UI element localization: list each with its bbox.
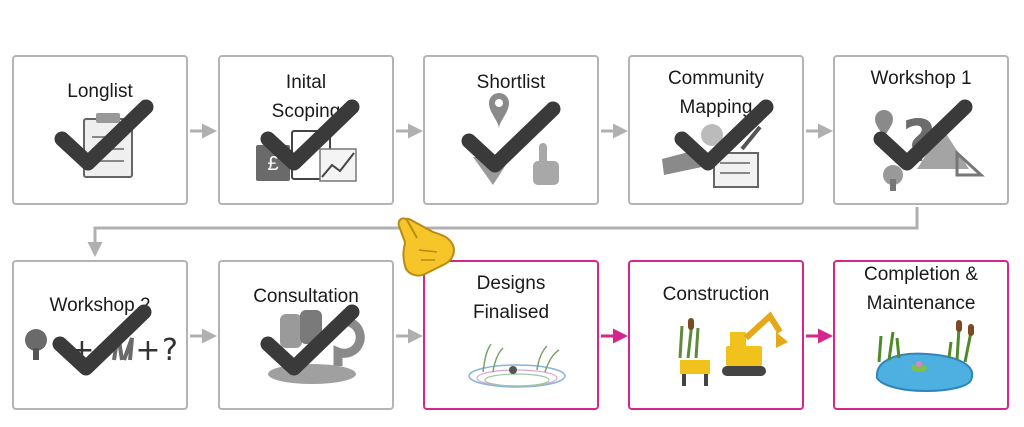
finished-pond-icon [875,320,974,392]
step-label: Designs Finalised [472,273,550,323]
arrow-workshop1-to-workshop2 [87,207,919,257]
step-label: Workshop 1 [870,68,972,89]
checkmark-icon [54,99,154,171]
step-label: Completion & Maintenance [863,264,979,314]
checkmark-icon [674,99,774,171]
step-initial-scoping: £ Inital Scoping [218,55,394,205]
svg-text:?: ? [162,333,178,368]
step-shortlist: Shortlist [423,55,599,205]
step-community-mapping: Community Mapping [628,55,804,205]
step-designs-finalised: Designs Finalised [423,260,599,410]
svg-text:+: + [135,333,160,368]
step-consultation: Consultation [218,260,394,410]
step-label: Longlist [67,81,133,102]
checkmark-icon [52,304,152,376]
checkmark-icon [260,99,360,171]
step-label: Construction [662,284,770,305]
checkmark-icon [873,99,973,171]
step-label: Community Mapping [667,68,765,118]
excavator-icon [678,311,788,386]
step-label: Inital Scoping [271,72,341,122]
step-construction: Construction [628,260,804,410]
step-longlist: Longlist [12,55,188,205]
step-completion-maintenance: Completion & Maintenance [833,260,1009,410]
step-workshop-2: + + ? Workshop 2 [12,260,188,410]
step-label: Consultation [253,286,359,307]
step-workshop-1: ? Workshop 1 [833,55,1009,205]
pointing-hand-icon [397,217,455,277]
checkmark-icon [461,101,561,173]
pond-sketch-icon [468,343,566,388]
svg-text:£: £ [267,153,278,175]
checkmark-icon [260,304,360,376]
step-label: Shortlist [476,72,546,93]
